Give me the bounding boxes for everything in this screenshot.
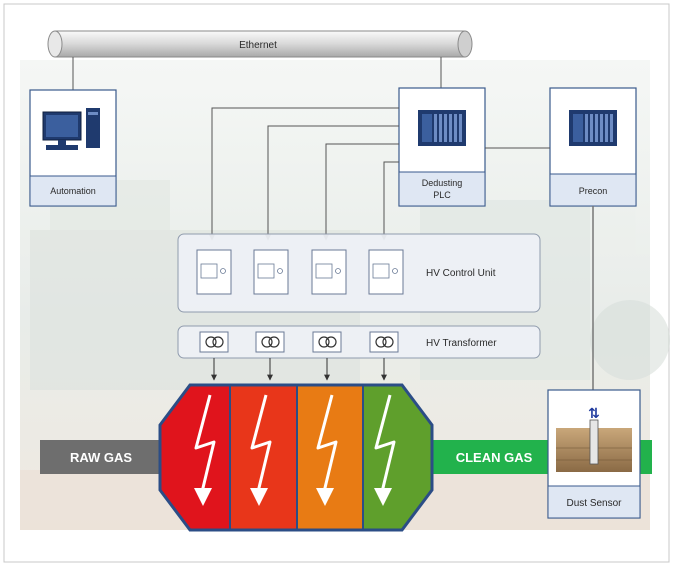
- hv-control-module-2: [253, 249, 289, 295]
- precon-label: Precon: [579, 186, 608, 196]
- electrostatic-precipitator: [158, 383, 434, 532]
- hv-control-module-3: [311, 249, 347, 295]
- ethernet-bus: Ethernet: [47, 30, 473, 58]
- plc-control-lines: [209, 107, 399, 241]
- ethernet-connections: [72, 57, 442, 90]
- plc-label-line1: Dedusting: [422, 178, 463, 188]
- automation-label: Automation: [50, 186, 96, 196]
- lightning-icon-4: [374, 394, 396, 506]
- plc-label-line2: PLC: [433, 190, 451, 200]
- plc-rack-icon: [418, 110, 466, 146]
- computer-icon: [42, 108, 100, 150]
- precon-rack-icon: [569, 110, 617, 146]
- precon-unit: Precon: [549, 87, 637, 207]
- precipitator-field-3: [297, 385, 363, 530]
- lightning-icon-3: [316, 394, 338, 506]
- raw-gas-label: RAW GAS: [70, 450, 132, 465]
- clean-gas-label: CLEAN GAS: [456, 450, 533, 465]
- lightning-icon-2: [250, 394, 272, 506]
- precipitator-field-1: [160, 385, 230, 530]
- ethernet-label: Ethernet: [239, 40, 277, 51]
- transformer-icon-1: [199, 331, 229, 353]
- hv-transformer-label: HV Transformer: [426, 338, 497, 349]
- hv-control-module-1: [196, 249, 232, 295]
- hv-control-unit-label: HV Control Unit: [426, 268, 496, 279]
- dust-sensor-label: Dust Sensor: [566, 498, 622, 509]
- dust-sensor-icon: ⇅: [556, 406, 632, 472]
- transformer-icon-3: [312, 331, 342, 353]
- hv-control-module-4: [368, 249, 404, 295]
- svg-text:⇅: ⇅: [588, 406, 600, 422]
- raw-gas-bar: RAW GAS: [40, 440, 162, 474]
- lightning-icon-1: [194, 394, 216, 506]
- hv-transformer-panel: HV Transformer: [177, 325, 541, 359]
- automation-station: Automation: [29, 89, 117, 207]
- precipitator-outline: [158, 383, 434, 532]
- dedusting-plc: Dedusting PLC: [398, 87, 486, 207]
- transformer-icon-4: [369, 331, 399, 353]
- transformer-feed-arrows: [211, 358, 387, 381]
- dust-sensor: ⇅ Dust Sensor: [547, 389, 641, 519]
- hv-control-unit-panel: HV Control Unit: [177, 233, 541, 313]
- transformer-icon-2: [255, 331, 285, 353]
